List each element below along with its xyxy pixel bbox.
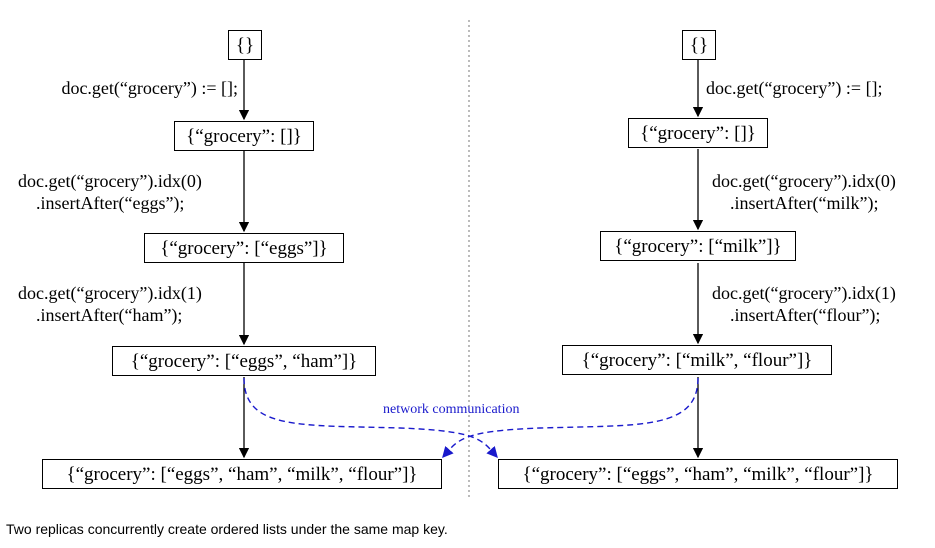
right-op-insert-flour-line-1: doc.get(“grocery”).idx(1): [712, 283, 896, 303]
left-op-insert-eggs-line-2: .insertAfter(“eggs”);: [36, 193, 185, 213]
right-op-insert-flour-line-2: .insertAfter(“flour”);: [730, 305, 881, 325]
right-state-empty-list: {“grocery”: []}: [628, 118, 768, 148]
left-state-merged: {“grocery”: [“eggs”, “ham”, “milk”, “flo…: [42, 459, 442, 489]
left-state-eggs: {“grocery”: [“eggs”]}: [144, 233, 344, 263]
right-op-insert-flour: doc.get(“grocery”).idx(1) .insertAfter(“…: [712, 282, 896, 326]
right-state-empty-doc: {}: [682, 30, 716, 60]
right-op-insert-milk: doc.get(“grocery”).idx(0) .insertAfter(“…: [712, 170, 896, 214]
left-op-insert-eggs-line-1: doc.get(“grocery”).idx(0): [18, 171, 202, 191]
left-op-insert-ham-line-2: .insertAfter(“ham”);: [36, 305, 183, 325]
network-communication-label: network communication: [383, 402, 520, 417]
right-op-insert-milk-line-2: .insertAfter(“milk”);: [730, 193, 879, 213]
network-arrow-right-to-left: [442, 377, 699, 459]
left-op-insert-ham: doc.get(“grocery”).idx(1) .insertAfter(“…: [18, 282, 202, 326]
left-op-create-list: doc.get(“grocery”) := [];: [20, 77, 238, 99]
right-state-milk-flour: {“grocery”: [“milk”, “flour”]}: [562, 345, 832, 375]
figure-caption: Two replicas concurrently create ordered…: [6, 521, 448, 537]
right-state-milk: {“grocery”: [“milk”]}: [600, 231, 796, 261]
network-arrow-left-to-right: [243, 377, 498, 459]
right-op-create-list: doc.get(“grocery”) := [];: [706, 77, 883, 99]
right-op-insert-milk-line-1: doc.get(“grocery”).idx(0): [712, 171, 896, 191]
right-state-merged: {“grocery”: [“eggs”, “ham”, “milk”, “flo…: [498, 459, 898, 489]
left-op-insert-eggs: doc.get(“grocery”).idx(0) .insertAfter(“…: [18, 170, 202, 214]
left-op-insert-ham-line-1: doc.get(“grocery”).idx(1): [18, 283, 202, 303]
left-state-empty-list: {“grocery”: []}: [174, 121, 314, 151]
left-state-eggs-ham: {“grocery”: [“eggs”, “ham”]}: [112, 346, 376, 376]
left-state-empty-doc: {}: [228, 30, 262, 60]
left-op-create-list-line-1: doc.get(“grocery”) := [];: [61, 78, 238, 98]
right-op-create-list-line-1: doc.get(“grocery”) := [];: [706, 78, 883, 98]
